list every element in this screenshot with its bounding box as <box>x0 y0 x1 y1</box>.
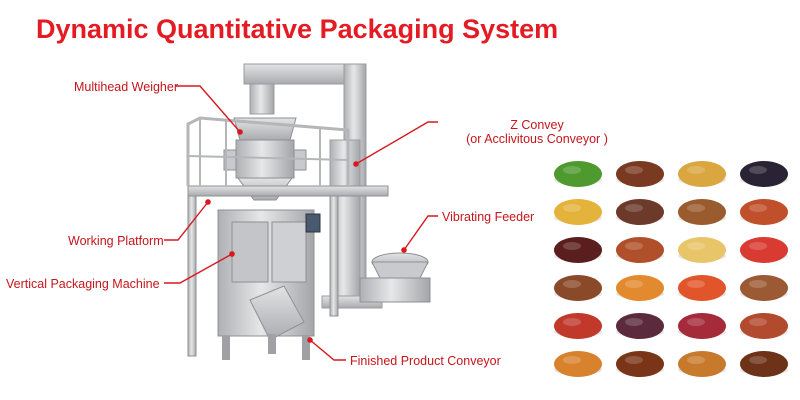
finished-product-conveyor <box>249 285 305 354</box>
dried-fig-sample <box>616 161 664 187</box>
leader-finished-product-conveyor <box>307 337 346 361</box>
leader-working-platform <box>164 199 211 241</box>
cranberry-sample <box>554 237 602 263</box>
dried-apricot-sample <box>678 199 726 225</box>
almond-sample <box>616 237 664 263</box>
goji-sample <box>554 313 602 339</box>
green-bean-sample <box>554 161 602 187</box>
tamarind-sample <box>740 351 788 377</box>
mango-sample <box>616 275 664 301</box>
strawberry-sample <box>678 313 726 339</box>
label-z-convey-line2: (or Acclivitous Conveyor ) <box>466 132 608 146</box>
label-vibrating-feeder: Vibrating Feeder <box>442 210 535 224</box>
pineapple-sample <box>554 199 602 225</box>
peach-slice-sample <box>554 351 602 377</box>
blueberry-sample <box>740 161 788 187</box>
food-sample-grid <box>554 161 788 377</box>
raisin-sample <box>616 199 664 225</box>
leader-lines <box>164 85 438 361</box>
leader-vibrating-feeder <box>401 215 438 253</box>
label-z-convey: Z Convey (or Acclivitous Conveyor ) <box>442 118 632 146</box>
dried-plum-sample <box>740 313 788 339</box>
label-vertical-packaging-machine: Vertical Packaging Machine <box>6 277 160 291</box>
page-title: Dynamic Quantitative Packaging System <box>36 14 559 44</box>
trail-mix-sample <box>554 275 602 301</box>
papaya-cube-sample <box>678 275 726 301</box>
label-z-convey-line1: Z Convey <box>510 118 564 132</box>
leader-multihead-weigher <box>176 85 243 135</box>
vibrating-feeder <box>359 252 431 303</box>
nut-mix-sample <box>740 275 788 301</box>
apple-ring-sample <box>678 237 726 263</box>
mixed-fruit-sample <box>740 199 788 225</box>
cherry-sample <box>740 237 788 263</box>
label-multihead-weigher: Multihead Weigher <box>74 80 178 94</box>
leader-vertical-packaging-machine <box>164 251 235 284</box>
persimmon-sample <box>678 351 726 377</box>
label-finished-product-conveyor: Finished Product Conveyor <box>350 354 501 368</box>
banana-chip-sample <box>678 161 726 187</box>
label-working-platform: Working Platform <box>68 234 164 248</box>
berry-mix-sample <box>616 313 664 339</box>
leader-z-convey <box>353 121 438 167</box>
date-sample <box>616 351 664 377</box>
